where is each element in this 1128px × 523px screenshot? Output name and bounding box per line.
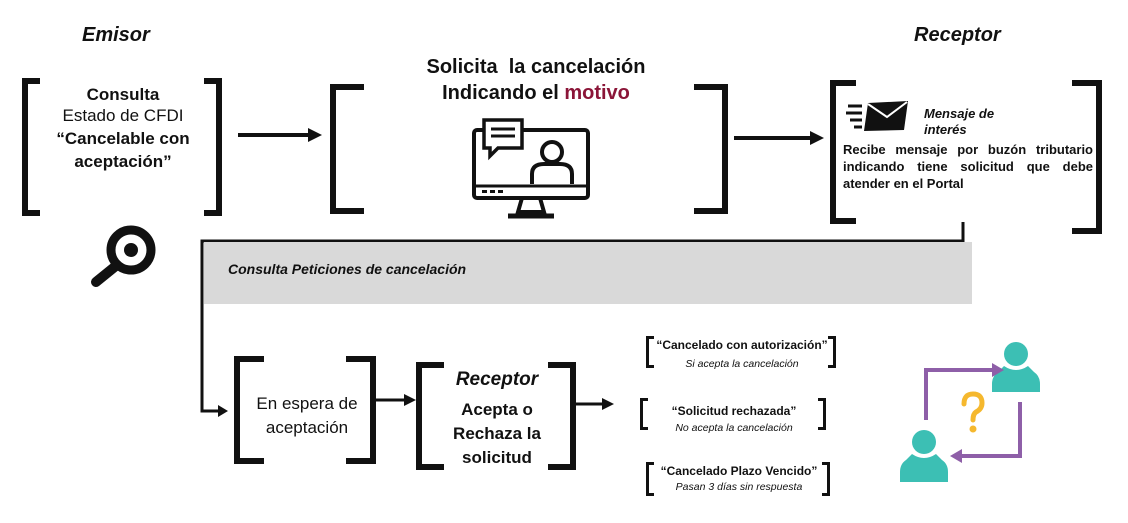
envelope-icon	[846, 101, 908, 131]
consulta-peticiones-banner: Consulta Peticiones de cancelación	[204, 242, 972, 304]
box5-right-bracket	[548, 362, 576, 470]
consulta-peticiones-label: Consulta Peticiones de cancelación	[228, 261, 467, 277]
solicitud-line: solicitud	[462, 448, 532, 467]
outcome1-title: “Cancelado con autorización”	[656, 338, 828, 352]
outcome3-right-bracket	[822, 462, 830, 496]
box1-left-bracket	[22, 78, 40, 216]
mensaje-title-line2: interés	[924, 122, 967, 137]
outcome-cancelado-autorizacion: “Cancelado con autorización” Si acepta l…	[650, 338, 834, 370]
cancelable-label-1: “Cancelable con	[56, 129, 190, 148]
mensaje-body: Recibe mensaje por buzón tributario indi…	[843, 142, 1093, 191]
en-espera-line2: aceptación	[265, 418, 349, 437]
consulta-estado-box: Consulta Estado de CFDI “Cancelable con …	[36, 84, 210, 173]
rechaza-line: Rechaza la	[453, 424, 541, 443]
outcome2-right-bracket	[818, 398, 826, 430]
box2-left-bracket	[330, 84, 364, 214]
box2-right-bracket	[694, 84, 728, 214]
outcome3-subtitle: Pasan 3 días sin respuesta	[675, 481, 803, 493]
connector-lines	[200, 222, 965, 417]
users-exchange-question-icon	[900, 342, 1040, 482]
emisor-header: Emisor	[82, 24, 150, 46]
magnifier-icon	[91, 225, 156, 287]
box1-right-bracket	[204, 78, 222, 216]
indicando-text: Indicando el	[442, 82, 565, 104]
outcome1-subtitle: Si acepta la cancelación	[685, 358, 799, 370]
outcome1-left-bracket	[646, 336, 654, 368]
cancelable-label-2: aceptación”	[74, 152, 172, 171]
acepta-line: Acepta o	[461, 400, 533, 419]
mensaje-title: Mensaje de interés	[924, 106, 994, 138]
motivo-highlight: motivo	[564, 82, 630, 104]
arrow-2	[734, 131, 824, 145]
receptor-header: Receptor	[914, 24, 1001, 46]
box3-right-bracket	[1072, 80, 1102, 234]
mensaje-title-line1: Mensaje de	[924, 106, 995, 121]
computer-user-chat-icon	[472, 118, 590, 219]
outcome-solicitud-rechazada: “Solicitud rechazada” No acepta la cance…	[648, 404, 820, 434]
outcome3-left-bracket	[646, 462, 654, 496]
box5-left-bracket	[416, 362, 444, 470]
arrow-4	[572, 398, 614, 410]
outcome2-left-bracket	[640, 398, 648, 430]
box4-left-bracket	[234, 356, 264, 464]
solicita-label: Solicita la cancelación	[426, 56, 646, 78]
outcome-cancelado-plazo-vencido: “Cancelado Plazo Vencido” Pasan 3 días s…	[650, 464, 828, 493]
en-espera-label: En espera de aceptación	[240, 392, 374, 440]
indicando-motivo-label: Indicando el motivo	[380, 82, 692, 105]
arrow-1	[238, 128, 322, 142]
receptor-decision-box: Receptor Acepta o Rechaza la solicitud	[424, 368, 570, 470]
receptor-decision-title: Receptor	[455, 369, 539, 390]
consulta-label: Consulta	[86, 85, 160, 104]
outcome1-right-bracket	[828, 336, 836, 368]
box4-right-bracket	[346, 356, 376, 464]
outcome2-subtitle: No acepta la cancelación	[675, 422, 793, 434]
arrow-3	[372, 394, 416, 406]
estado-cfdi-label: Estado de CFDI	[62, 106, 184, 125]
en-espera-line1: En espera de	[256, 394, 358, 413]
outcome2-title: “Solicitud rechazada”	[671, 404, 797, 418]
outcome3-title: “Cancelado Plazo Vencido”	[660, 464, 818, 478]
box3-left-bracket	[830, 80, 856, 224]
